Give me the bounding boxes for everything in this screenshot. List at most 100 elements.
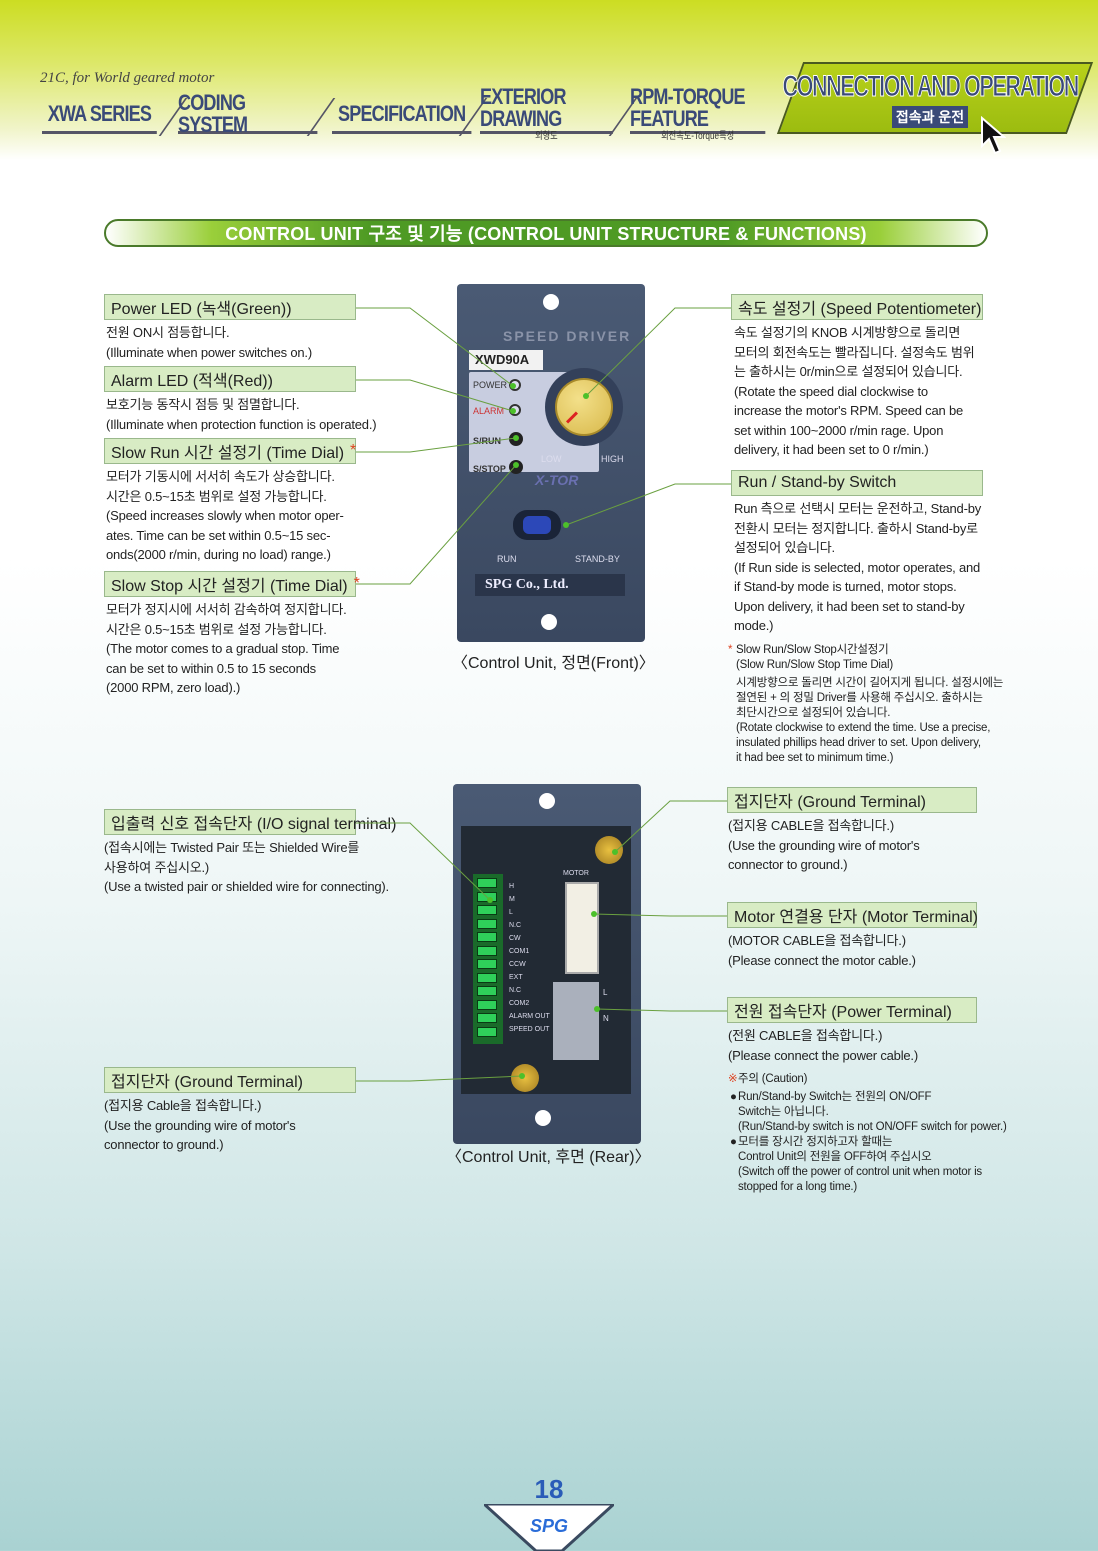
note-title: Slow Run/Slow Stop시간설정기 (Slow Run/Slow S…: [736, 644, 893, 671]
caution-mark: ※: [728, 1073, 738, 1085]
power-terminal-desc: (전원 CABLE을 접속합니다.) (Please connect the p…: [728, 1028, 918, 1063]
caution-item: Run/Stand-by Switch는 전원의 ON/OFF Switch는 …: [738, 1091, 1007, 1133]
xtor-logo: X-TOR: [535, 472, 579, 488]
mount-hole: [541, 614, 557, 630]
motor-terminal-label: Motor 연결용 단자 (Motor Terminal): [727, 902, 978, 928]
tab-exterior-drawing[interactable]: EXTERIOR DRAWING 외형도: [480, 85, 613, 141]
l-text: L: [603, 988, 608, 997]
alarm-text: ALARM: [473, 406, 505, 416]
brand-text: SPEED DRIVER: [503, 328, 632, 344]
tab-label: SPECIFICATION: [338, 100, 466, 126]
speed-potentiometer-desc: 속도 설정기의 KNOB 시계방향으로 돌리면 모터의 회전속도는 빨라집니다.…: [734, 325, 975, 457]
ground-screw-bottom[interactable]: [511, 1064, 539, 1092]
header-tagline: 21C, for World geared motor: [40, 70, 215, 86]
io-pin-labels: H M L N.C CW COM1 CCW EXT N.C COM2 ALARM…: [509, 880, 550, 1036]
pin-label: ALARM OUT: [509, 1013, 550, 1020]
srun-text: S/RUN: [473, 436, 502, 446]
io-pin: [477, 972, 497, 983]
logo-text: SPG: [530, 1516, 568, 1536]
model-label: XWD90A: [469, 350, 543, 370]
pin-label: L: [509, 909, 513, 916]
caution-item: 모터를 장시간 정지하고자 할때는 Control Unit의 전원을 OFF하…: [738, 1136, 982, 1193]
run-standby-desc: Run 측으로 선택시 모터는 운전하고, Stand-by 전환시 모터는 정…: [734, 501, 982, 633]
page-number: 18: [534, 1474, 564, 1504]
speed-potentiometer[interactable]: [555, 378, 613, 436]
speed-potentiometer-label: 속도 설정기 (Speed Potentiometer): [731, 294, 983, 320]
tab-xwa-series[interactable]: XWA SERIES: [42, 96, 157, 134]
mount-hole: [535, 1110, 551, 1126]
pin-label: COM1: [509, 948, 530, 955]
note-body: 시계방향으로 돌리면 시간이 길어지게 됩니다. 설정시에는 절연된 + 의 정…: [736, 677, 1004, 764]
spg-logo: SPG: [480, 1502, 618, 1551]
label-text: Run / Stand-by Switch: [738, 474, 897, 491]
run-standby-switch[interactable]: [523, 516, 551, 534]
tab-connection-and-operation[interactable]: CONNECTION AND OPERATION 접속과 운전: [782, 66, 1080, 132]
asterisk-mark: *: [350, 442, 357, 459]
pin-label: M: [509, 896, 515, 903]
io-pin: [477, 878, 497, 888]
bullet: ●: [730, 1091, 737, 1103]
tab-specification[interactable]: SPECIFICATION: [332, 96, 472, 134]
motor-connector[interactable]: [565, 882, 599, 974]
io-pin: [477, 932, 497, 942]
power-terminal-block[interactable]: [553, 982, 599, 1060]
label-text: 접지단자 (Ground Terminal): [734, 794, 926, 811]
pin-label: CCW: [509, 961, 526, 968]
label-text: 속도 설정기 (Speed Potentiometer): [738, 301, 982, 318]
io-pin: [477, 905, 497, 915]
bullet: ●: [730, 1136, 737, 1148]
control-unit-front: SPEED DRIVER XWD90A POWER ALARM S/RUN S/…: [457, 284, 645, 642]
ground-terminal-left-desc: (접지용 Cable을 접속합니다.) (Use the grounding w…: [104, 1098, 296, 1152]
high-text: HIGH: [601, 454, 624, 464]
io-pin: [477, 986, 497, 996]
power-terminal-label: 전원 접속단자 (Power Terminal): [727, 997, 977, 1023]
cursor-arrow-icon: [981, 116, 1006, 155]
mount-hole: [543, 294, 559, 310]
ground-screw-top[interactable]: [595, 836, 623, 864]
run-standby-label: Run / Stand-by Switch: [731, 470, 983, 496]
nav-tabs: XWA SERIES CODING SYSTEM SPECIFICATION E…: [0, 85, 1098, 141]
label-text: 입출력 신호 접속단자 (I/O signal terminal): [111, 816, 397, 833]
label-text: Slow Run 시간 설정기 (Time Dial): [111, 445, 345, 462]
standby-text: STAND-BY: [575, 554, 620, 564]
power-led-desc: 전원 ON시 점등합니다. (Illuminate when power swi…: [106, 325, 312, 360]
control-unit-rear: H M L N.C CW COM1 CCW EXT N.C COM2 ALARM…: [453, 784, 641, 1144]
tab-rpm-torque-feature[interactable]: RPM-TORQUE FEATURE 회전속도-Torque특성: [630, 85, 766, 141]
ground-terminal-left-label: 접지단자 (Ground Terminal): [104, 1067, 356, 1093]
slow-stop-desc: 모터가 정지시에 서서히 감속하여 정지합니다. 시간은 0.5~15초 범위로…: [106, 602, 347, 695]
io-pin: [477, 918, 497, 929]
io-pin: [477, 1013, 497, 1023]
io-terminal-label: 입출력 신호 접속단자 (I/O signal terminal): [104, 809, 396, 835]
tab-label: EXTERIOR DRAWING: [480, 83, 566, 131]
motor-text: MOTOR: [563, 870, 589, 877]
pin-label: COM2: [509, 1000, 530, 1007]
io-pin: [477, 945, 497, 956]
tab-label: XWA SERIES: [47, 100, 152, 126]
rear-caption: 〈Control Unit, 후면 (Rear)〉: [446, 1149, 651, 1166]
io-terminal-desc: (접속시에는 Twisted Pair 또는 Shielded Wire를 사용…: [104, 840, 389, 894]
note-asterisk: *: [728, 644, 733, 656]
low-text: LOW: [541, 454, 562, 464]
io-pin: [477, 1026, 497, 1037]
ground-terminal-right-label: 접지단자 (Ground Terminal): [727, 787, 977, 813]
pin-label: N.C: [509, 922, 522, 929]
tab-coding-system[interactable]: CODING SYSTEM: [178, 91, 318, 135]
active-tab-sublabel: 접속과 운전: [891, 106, 969, 128]
section-title-bar: CONTROL UNIT 구조 및 기능 (CONTROL UNIT STRUC…: [104, 219, 988, 247]
pin-label: CW: [509, 935, 521, 942]
pin-label: H: [509, 883, 515, 890]
power-led-label: Power LED (녹색(Green)): [104, 294, 356, 320]
io-pin: [477, 999, 497, 1010]
page-header: 21C, for World geared motor XWA SERIES C…: [0, 0, 1098, 160]
active-tab-label: CONNECTION AND OPERATION: [782, 70, 1080, 104]
maker-plate: SPG Co., Ltd.: [475, 574, 625, 596]
alarm-led-desc: 보호기능 동작시 점등 및 점멸합니다. (Illuminate when pr…: [106, 397, 377, 432]
run-text: RUN: [497, 554, 517, 564]
pin-label: SPEED OUT: [509, 1026, 550, 1033]
power-text: POWER: [473, 380, 508, 390]
sstop-text: S/STOP: [473, 464, 506, 474]
alarm-led-label: Alarm LED (적색(Red)): [104, 366, 356, 392]
slow-run-label: Slow Run 시간 설정기 (Time Dial) *: [104, 438, 356, 464]
io-pin: [477, 959, 497, 969]
